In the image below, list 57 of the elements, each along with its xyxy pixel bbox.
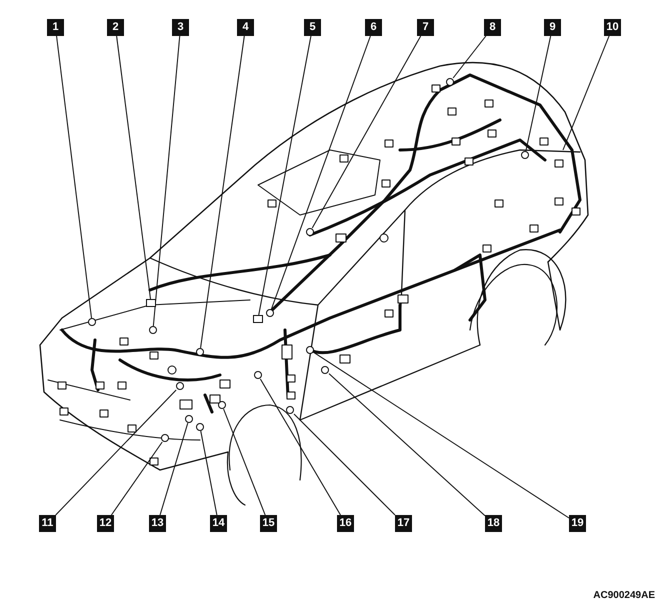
- callout-number: 13: [149, 515, 166, 532]
- callout-number: 1: [47, 19, 64, 36]
- callout-number: 18: [485, 515, 502, 532]
- connector-block: [253, 315, 263, 323]
- connector-symbol: [176, 382, 184, 390]
- connector-symbol: [149, 326, 157, 334]
- callout-number: 6: [365, 19, 382, 36]
- leader-line: [56, 36, 92, 318]
- connector-symbol: [196, 423, 204, 431]
- leader-line: [328, 373, 486, 516]
- connector-symbol: [306, 228, 314, 236]
- callout-number: 14: [210, 515, 227, 532]
- leader-line: [200, 430, 218, 516]
- callout-number: 8: [484, 19, 501, 36]
- leader-line: [270, 36, 371, 310]
- connector-symbol: [254, 371, 262, 379]
- connector-symbol: [88, 318, 96, 326]
- leader-line: [312, 36, 422, 228]
- callout-number: 4: [237, 19, 254, 36]
- connector-symbol: [266, 309, 274, 317]
- callout-number: 3: [172, 19, 189, 36]
- callout-number: 15: [260, 515, 277, 532]
- connector-block: [146, 299, 156, 307]
- figure-code: AC900249AE: [593, 590, 655, 601]
- leader-line: [314, 352, 570, 518]
- connector-symbol: [218, 401, 226, 409]
- leader-line: [110, 442, 163, 516]
- leader-line: [562, 36, 610, 150]
- connector-symbol: [185, 415, 193, 423]
- leader-line: [525, 36, 552, 152]
- leader-line: [55, 390, 177, 516]
- connector-symbol: [446, 78, 454, 86]
- leader-line: [160, 422, 188, 516]
- callout-number: 10: [604, 19, 621, 36]
- connector-symbol: [521, 151, 529, 159]
- callout-number: 19: [569, 515, 586, 532]
- connector-symbol: [161, 434, 169, 442]
- leader-line: [223, 408, 266, 516]
- callout-number: 7: [417, 19, 434, 36]
- callout-number: 11: [39, 515, 56, 532]
- connector-symbol: [286, 406, 294, 414]
- leader-line: [258, 36, 312, 316]
- callout-number: 5: [304, 19, 321, 36]
- connector-symbol: [321, 366, 329, 374]
- callout-number: 16: [337, 515, 354, 532]
- callout-number: 9: [544, 19, 561, 36]
- callout-number: 17: [395, 515, 412, 532]
- leader-line: [152, 36, 180, 326]
- callout-number: 2: [107, 19, 124, 36]
- leader-line: [294, 414, 396, 516]
- callout-number: 12: [97, 515, 114, 532]
- leader-line: [452, 36, 486, 78]
- leader-line: [116, 36, 151, 300]
- connector-symbol: [306, 346, 314, 354]
- leader-line: [260, 378, 341, 516]
- leader-line: [200, 36, 245, 348]
- connector-symbol: [196, 348, 204, 356]
